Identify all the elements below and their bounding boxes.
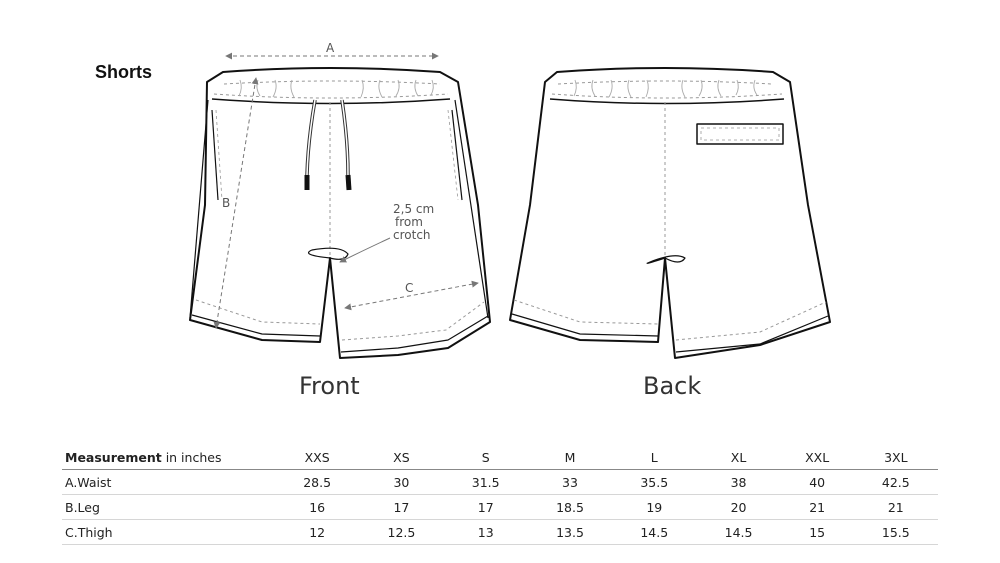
size-chart-table: Measurement in inches XXS XS S M L XL XX… — [62, 445, 938, 545]
size-header: XXL — [805, 449, 830, 465]
table-cell: 38 — [730, 474, 747, 490]
page-title: Shorts — [95, 62, 153, 82]
table-cell: 17 — [393, 499, 410, 515]
table-cell: 15.5 — [881, 524, 910, 540]
table-cell: 33 — [562, 474, 578, 490]
row-label: B.Leg — [65, 499, 100, 515]
front-view-label: Front — [299, 372, 360, 400]
back-pocket — [696, 123, 784, 145]
crotch-note-line-2: from — [395, 215, 423, 229]
table-cell: 35.5 — [640, 474, 669, 490]
size-header: XS — [393, 449, 410, 465]
crotch-note-line-1: 2,5 cm — [393, 202, 434, 216]
back-view-label: Back — [643, 372, 702, 400]
front-outline — [189, 67, 491, 359]
table-cell: 18.5 — [556, 499, 584, 515]
row-label: C.Thigh — [65, 524, 113, 540]
table-cell: 31.5 — [471, 474, 500, 490]
table-cell: 16 — [309, 499, 326, 515]
back-outline — [509, 67, 831, 359]
size-header: L — [650, 449, 658, 465]
table-row: C.Thigh 12 12.5 13 13.5 14.5 14.5 15 15.… — [62, 520, 938, 545]
table-cell: 13 — [477, 524, 494, 540]
crotch-note-line-3: crotch — [393, 228, 431, 242]
size-header: 3XL — [884, 449, 908, 465]
table-cell: 28.5 — [303, 474, 332, 490]
table-row: A.Waist 28.5 30 31.5 33 35.5 38 40 42.5 — [62, 470, 938, 495]
table-header-row: Measurement in inches XXS XS S M L XL XX… — [62, 445, 938, 470]
table-cell: 40 — [809, 474, 826, 490]
label-c: C — [405, 281, 413, 295]
size-header: XL — [730, 449, 747, 465]
table-cell: 21 — [809, 499, 826, 515]
size-header: M — [564, 449, 576, 465]
table-cell: 15 — [809, 524, 826, 540]
size-header: XXS — [304, 449, 330, 465]
table-cell: 13.5 — [556, 524, 584, 540]
table-cell: 20 — [730, 499, 747, 515]
size-header: S — [481, 449, 490, 465]
label-b: B — [222, 196, 230, 210]
label-a: A — [326, 41, 335, 55]
table-cell: 12.5 — [387, 524, 416, 540]
table-cell: 14.5 — [640, 524, 669, 540]
row-label: A.Waist — [65, 474, 112, 490]
table-cell: 21 — [887, 499, 904, 515]
table-cell: 14.5 — [724, 524, 753, 540]
table-cell: 12 — [309, 524, 326, 540]
table-row: B.Leg 16 17 17 18.5 19 20 21 21 — [62, 495, 938, 520]
table-cell: 30 — [393, 474, 410, 490]
measurement-guides — [213, 52, 479, 329]
back-view-drawing — [509, 67, 831, 359]
table-cell: 42.5 — [881, 474, 910, 490]
shorts-technical-drawing: A B C 2,5 cm from crotch — [189, 41, 831, 359]
table-cell: 17 — [477, 499, 494, 515]
front-view-drawing — [189, 67, 491, 359]
measurement-header: Measurement in inches — [65, 449, 222, 465]
table-cell: 19 — [646, 499, 663, 515]
